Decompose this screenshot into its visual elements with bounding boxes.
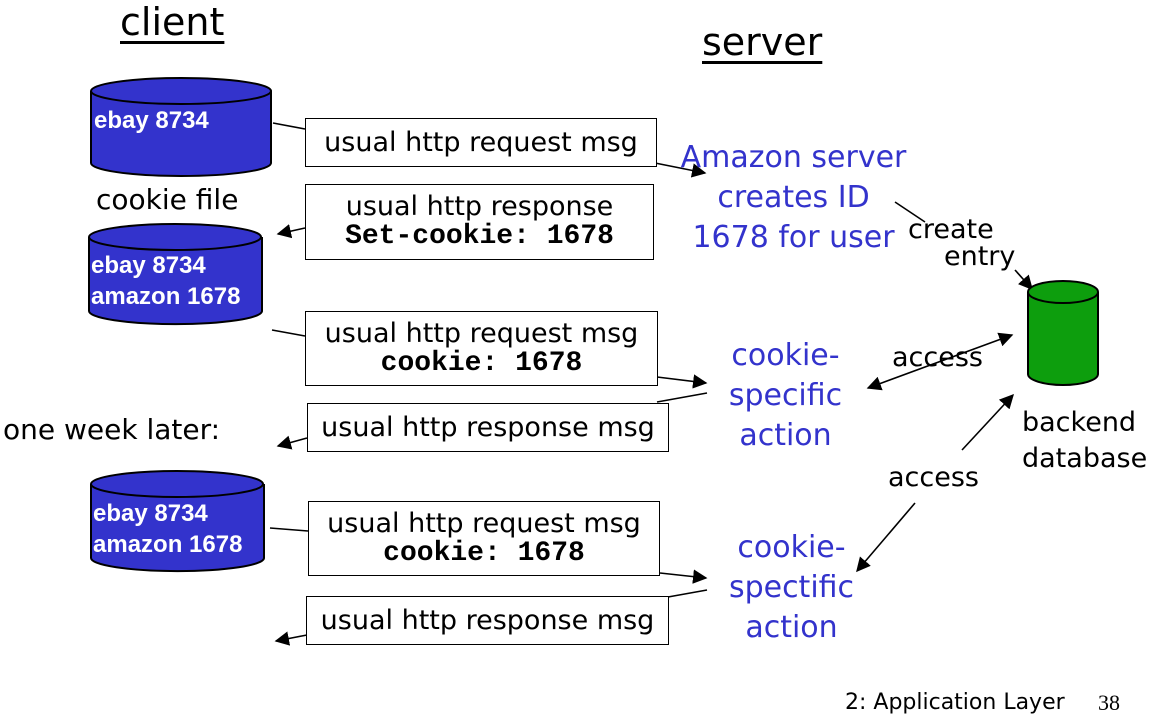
http-request-1: usual http request msg: [305, 118, 657, 167]
message-text: usual http response msg: [320, 604, 655, 636]
cookie-entry-amazon: amazon 1678: [93, 531, 243, 558]
http-response-2: usual http response msg: [307, 403, 669, 452]
note-line: action: [739, 418, 832, 453]
note-line: specific: [728, 378, 843, 413]
message-text: usual http request msg: [324, 317, 639, 349]
access-2-upper-arrow: [961, 393, 1014, 451]
response-1-arrow: [276, 224, 306, 239]
cookie-entry-ebay: ebay 8734: [93, 500, 208, 527]
request-1-link: [272, 122, 306, 130]
http-request-3: usual http request msg cookie: 1678: [308, 501, 660, 576]
request-2-arrow: [656, 374, 708, 389]
message-text: usual http request msg: [327, 507, 641, 539]
entry-label: entry: [944, 241, 1016, 272]
cookie-header: cookie: 1678: [380, 347, 583, 379]
cookie-header: cookie: 1678: [383, 537, 585, 569]
cookie-specific-action-1: cookie- specific action: [718, 336, 853, 456]
response-2-link: [656, 392, 708, 403]
http-response-3: usual http response msg: [306, 596, 669, 645]
response-2-arrow: [276, 435, 308, 450]
create-label: create: [908, 214, 994, 245]
message-text: usual http response: [345, 191, 614, 222]
cookie-entry-ebay: ebay 8734: [91, 252, 206, 279]
cookie-store-3: ebay 8734 amazon 1678: [90, 470, 265, 573]
server-heading: server: [702, 20, 823, 64]
backend-database-cylinder: [1027, 280, 1099, 386]
access-label-1: access: [892, 342, 983, 373]
cookie-store-1: ebay 8734: [90, 77, 272, 177]
cookie-entry-ebay: ebay 8734: [94, 107, 209, 134]
response-3-link: [667, 589, 708, 598]
set-cookie-header: Set-cookie: 1678: [345, 221, 614, 252]
cookie-entry-amazon: amazon 1678: [91, 283, 241, 310]
cookie-specific-action-2: cookie- spectific action: [718, 528, 865, 648]
access-2-lower-arrow: [856, 502, 916, 573]
note-line: cookie-: [737, 530, 846, 565]
note-line: cookie-: [731, 338, 840, 373]
http-request-2: usual http request msg cookie: 1678: [305, 311, 658, 386]
request-1-arrow: [654, 162, 707, 178]
request-3-link: [269, 527, 309, 532]
request-3-arrow: [659, 569, 708, 584]
create-link: [894, 201, 926, 223]
note-line: action: [745, 610, 838, 645]
page-number: 38: [1098, 690, 1120, 715]
cookie-file-label: cookie file: [96, 183, 239, 216]
cookie-store-2: ebay 8734 amazon 1678: [88, 223, 263, 326]
http-response-1: usual http response Set-cookie: 1678: [305, 184, 654, 260]
client-heading: client: [120, 0, 225, 44]
note-line: spectific: [728, 570, 855, 605]
message-text: usual http response msg: [321, 411, 655, 443]
create-entry-arrow: [1014, 269, 1033, 291]
database-label: database: [1022, 443, 1148, 474]
response-3-arrow: [274, 631, 308, 646]
request-2-link: [271, 329, 306, 337]
footer-chapter: 2: Application Layer: [845, 690, 1065, 715]
note-line: 1678 for user: [692, 220, 895, 255]
access-label-2: access: [888, 462, 979, 493]
message-text: usual http request msg: [324, 126, 638, 158]
backend-label: backend: [1022, 407, 1137, 438]
note-line: Amazon server: [680, 140, 907, 175]
one-week-later-label: one week later:: [3, 413, 221, 446]
access-1-arrow: [866, 332, 1014, 391]
note-line: creates ID: [717, 180, 870, 215]
amazon-server-note: Amazon server creates ID 1678 for user: [676, 138, 911, 258]
